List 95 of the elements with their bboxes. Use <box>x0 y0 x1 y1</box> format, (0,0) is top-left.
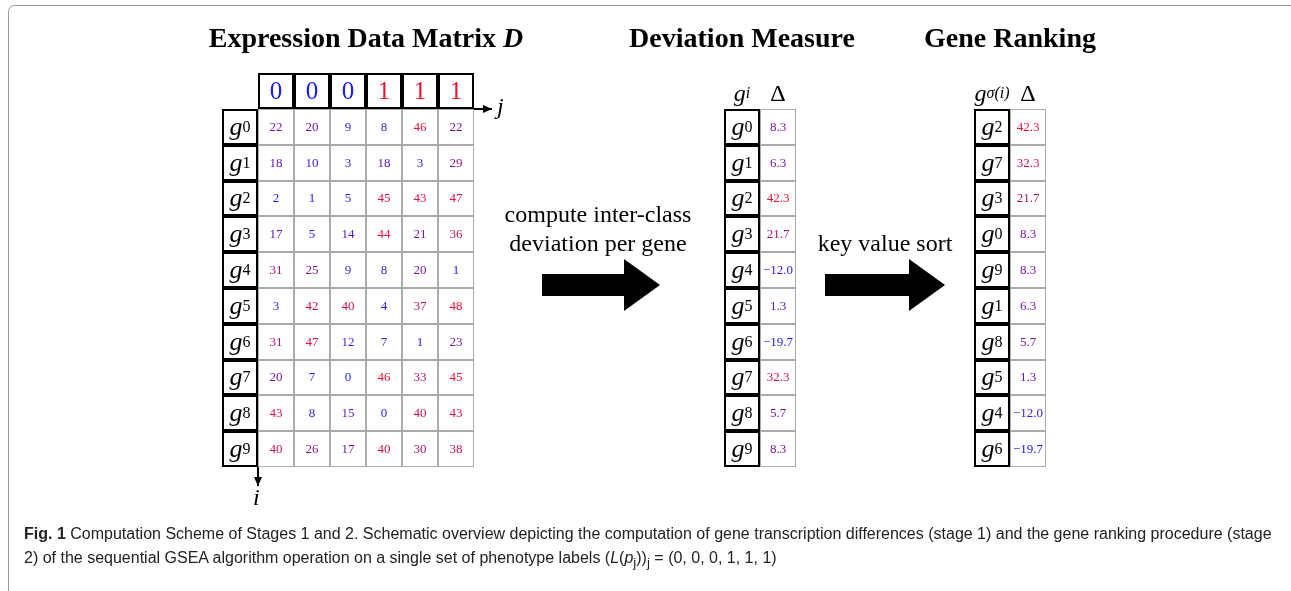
value-cell: 21.7 <box>760 216 796 253</box>
value-cell: −12.0 <box>1010 395 1046 432</box>
matrix-cell: 30 <box>402 431 438 467</box>
matrix-cell: 47 <box>294 323 330 360</box>
arrow <box>825 259 945 311</box>
matrix-cell: 0 <box>366 395 402 432</box>
matrix-cell: 0 <box>330 359 366 396</box>
matrix-cell: 20 <box>258 359 294 396</box>
column-heading: Δ <box>1019 78 1037 108</box>
value-cell: 8.3 <box>1010 216 1046 253</box>
matrix-cell: 23 <box>438 323 474 360</box>
matrix-cell: 42 <box>294 288 330 324</box>
matrix-cell: 18 <box>258 144 294 181</box>
matrix-cell: 31 <box>258 252 294 288</box>
matrix-cell: 20 <box>402 252 438 288</box>
panel-heading: Gene Ranking <box>924 22 1096 54</box>
matrix-cell: 26 <box>294 431 330 467</box>
matrix-cell: 7 <box>294 359 330 396</box>
matrix-cell: 22 <box>258 109 294 145</box>
matrix-cell: 22 <box>438 109 474 145</box>
matrix-cell: 33 <box>402 359 438 396</box>
matrix-cell: 43 <box>438 395 474 432</box>
matrix-cell: 1 <box>438 252 474 288</box>
arrow <box>542 259 660 311</box>
value-cell: −19.7 <box>1010 431 1046 467</box>
matrix-cell: 3 <box>258 288 294 324</box>
matrix-cell: 40 <box>402 395 438 432</box>
matrix-cell: 43 <box>258 395 294 432</box>
matrix-cell: 12 <box>330 323 366 360</box>
matrix-cell: 3 <box>330 144 366 181</box>
matrix-cell: 8 <box>294 395 330 432</box>
matrix-cell: 25 <box>294 252 330 288</box>
matrix-cell: 5 <box>294 216 330 253</box>
value-cell: −12.0 <box>760 252 796 288</box>
matrix-cell: 17 <box>258 216 294 253</box>
matrix-cell: 31 <box>258 323 294 360</box>
column-header-cell: 1 <box>402 73 438 109</box>
column-header-cell: 0 <box>258 73 294 109</box>
matrix-cell: 40 <box>258 431 294 467</box>
matrix-cell: 45 <box>438 359 474 396</box>
matrix-cell: 3 <box>402 144 438 181</box>
matrix-cell: 2 <box>258 180 294 217</box>
value-cell: 5.7 <box>1010 323 1046 360</box>
value-cell: 32.3 <box>1010 144 1046 181</box>
matrix-cell: 18 <box>366 144 402 181</box>
matrix-cell: 9 <box>330 109 366 145</box>
matrix-cell: 1 <box>294 180 330 217</box>
matrix-cell: 9 <box>330 252 366 288</box>
column-header-cell: 1 <box>438 73 474 109</box>
matrix-cell: 36 <box>438 216 474 253</box>
matrix-cell: 4 <box>366 288 402 324</box>
value-cell: 1.3 <box>1010 359 1046 396</box>
axis-label: i <box>253 484 260 511</box>
matrix-cell: 40 <box>330 288 366 324</box>
matrix-cell: 46 <box>366 359 402 396</box>
matrix-cell: 14 <box>330 216 366 253</box>
matrix-cell: 46 <box>402 109 438 145</box>
value-cell: 6.3 <box>1010 288 1046 324</box>
matrix-cell: 37 <box>402 288 438 324</box>
matrix-cell: 8 <box>366 109 402 145</box>
matrix-cell: 44 <box>366 216 402 253</box>
value-cell: 1.3 <box>760 288 796 324</box>
matrix-cell: 21 <box>402 216 438 253</box>
matrix-cell: 7 <box>366 323 402 360</box>
value-cell: 21.7 <box>1010 180 1046 217</box>
value-cell: 42.3 <box>760 180 796 217</box>
column-header-cell: 1 <box>366 73 402 109</box>
value-cell: 8.3 <box>760 109 796 145</box>
matrix-cell: 20 <box>294 109 330 145</box>
matrix-cell: 10 <box>294 144 330 181</box>
value-cell: 42.3 <box>1010 109 1046 145</box>
matrix-cell: 45 <box>366 180 402 217</box>
matrix-cell: 5 <box>330 180 366 217</box>
matrix-cell: 15 <box>330 395 366 432</box>
value-cell: 32.3 <box>760 359 796 396</box>
matrix-cell: 43 <box>402 180 438 217</box>
column-header-cell: 0 <box>330 73 366 109</box>
value-cell: 8.3 <box>1010 252 1046 288</box>
panel-heading: Expression Data Matrix D <box>208 22 524 54</box>
matrix-cell: 17 <box>330 431 366 467</box>
column-header-cell: 0 <box>294 73 330 109</box>
panel-heading: Deviation Measure <box>629 22 855 54</box>
matrix-cell: 29 <box>438 144 474 181</box>
value-cell: 5.7 <box>760 395 796 432</box>
value-cell: 8.3 <box>760 431 796 467</box>
matrix-cell: 1 <box>402 323 438 360</box>
value-cell: −19.7 <box>760 323 796 360</box>
figure-caption: Fig. 1 Computation Scheme of Stages 1 and 2. Schematic overview depicting the computation of gene transcription differences (stage 1) and the gene ranking procedure (stage 2) of the sequential GSEA algorithm operation on a single set of phenotype labels (L(p$_{j}$))$_{j}$ = (0, 0, 0, 1, 1, 1) <box>24 524 1273 573</box>
matrix-cell: 40 <box>366 431 402 467</box>
matrix-cell: 8 <box>366 252 402 288</box>
value-cell: 6.3 <box>760 144 796 181</box>
matrix-cell: 38 <box>438 431 474 467</box>
column-heading: Δ <box>769 78 787 108</box>
matrix-cell: 47 <box>438 180 474 217</box>
matrix-cell: 48 <box>438 288 474 324</box>
